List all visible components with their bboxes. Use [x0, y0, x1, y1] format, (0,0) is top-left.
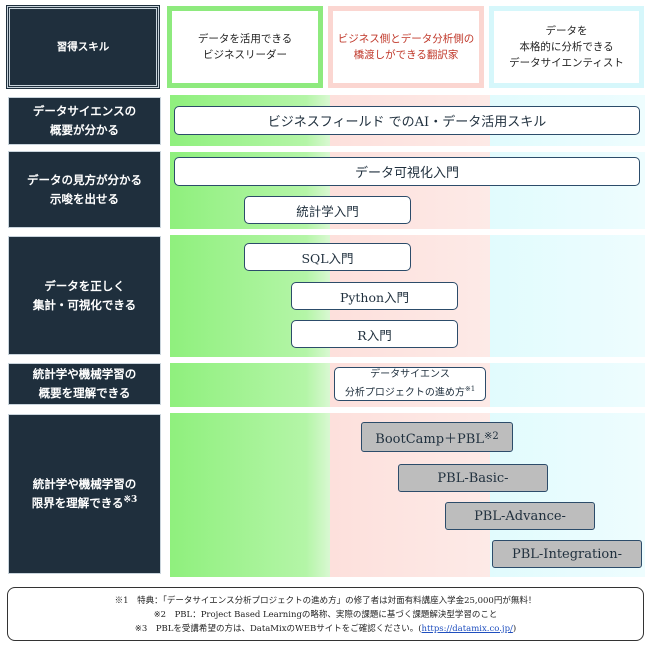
- row-separator: [170, 357, 645, 363]
- course-sql[interactable]: SQL入門: [244, 243, 411, 271]
- course-pbl-integration[interactable]: PBL-Integration-: [492, 540, 642, 568]
- course-ds-project[interactable]: データサイエンス 分析プロジェクトの進め方※1: [334, 367, 486, 401]
- footnotes-box: ※1 特典：「データサイエンス分析プロジェクトの進め方」の修了者は対面有料講座入…: [7, 587, 644, 641]
- footnote-2: ※2 PBL：Project Based Learningの略称、実際の課題に基…: [153, 610, 498, 620]
- footnote-3: ※3 PBLを受講希望の方は、DataMixのWEBサイトをご確認ください。(h…: [16, 622, 635, 636]
- course-pbl-basic[interactable]: PBL-Basic-: [398, 464, 548, 492]
- row-label-aggregation: データを正しく 集計・可視化できる: [8, 236, 161, 355]
- course-python[interactable]: Python入門: [291, 282, 458, 310]
- footnote-3-suffix: ): [512, 624, 517, 634]
- footnote-marker: ※3: [123, 495, 138, 506]
- row-label-ds-overview: データサイエンスの 概要が分かる: [8, 97, 161, 145]
- footnote-marker: ※1: [464, 384, 476, 393]
- datamix-link[interactable]: https://datamix.co.jp/: [421, 624, 513, 634]
- course-business-field[interactable]: ビジネスフィールド でのAI・データ活用スキル: [174, 106, 640, 135]
- row-separator: [170, 146, 645, 152]
- course-bootcamp-pbl[interactable]: BootCamp＋PBL※2: [361, 422, 513, 452]
- course-data-visualization[interactable]: データ可視化入門: [174, 157, 640, 186]
- course-statistics[interactable]: 統計学入門: [244, 196, 411, 224]
- row-label-ml-limits: 統計学や機械学習の 限界を理解できる※3: [8, 414, 161, 574]
- row-label-data-insight: データの見方が分かる 示唆を出せる: [8, 151, 161, 228]
- course-r[interactable]: R入門: [291, 320, 458, 348]
- header-data-scientist: データを 本格的に分析できる データサイエンティスト: [489, 6, 644, 88]
- row-separator: [170, 407, 645, 413]
- footnote-1: ※1 特典：「データサイエンス分析プロジェクトの進め方」の修了者は対面有料講座入…: [114, 596, 537, 606]
- row-separator: [170, 229, 645, 235]
- header-translator: ビジネス側とデータ分析側の 橋渡しができる翻訳家: [328, 6, 484, 88]
- course-pbl-advance[interactable]: PBL-Advance-: [445, 502, 595, 530]
- header-skill: 習得スキル: [6, 5, 160, 89]
- row-label-ml-overview: 統計学や機械学習の 概要を理解できる: [8, 363, 161, 405]
- footnote-3-text: ※3 PBLを受講希望の方は、DataMixのWEBサイトをご確認ください。(: [134, 624, 422, 634]
- header-business-leader: データを活用できる ビジネスリーダー: [167, 6, 323, 88]
